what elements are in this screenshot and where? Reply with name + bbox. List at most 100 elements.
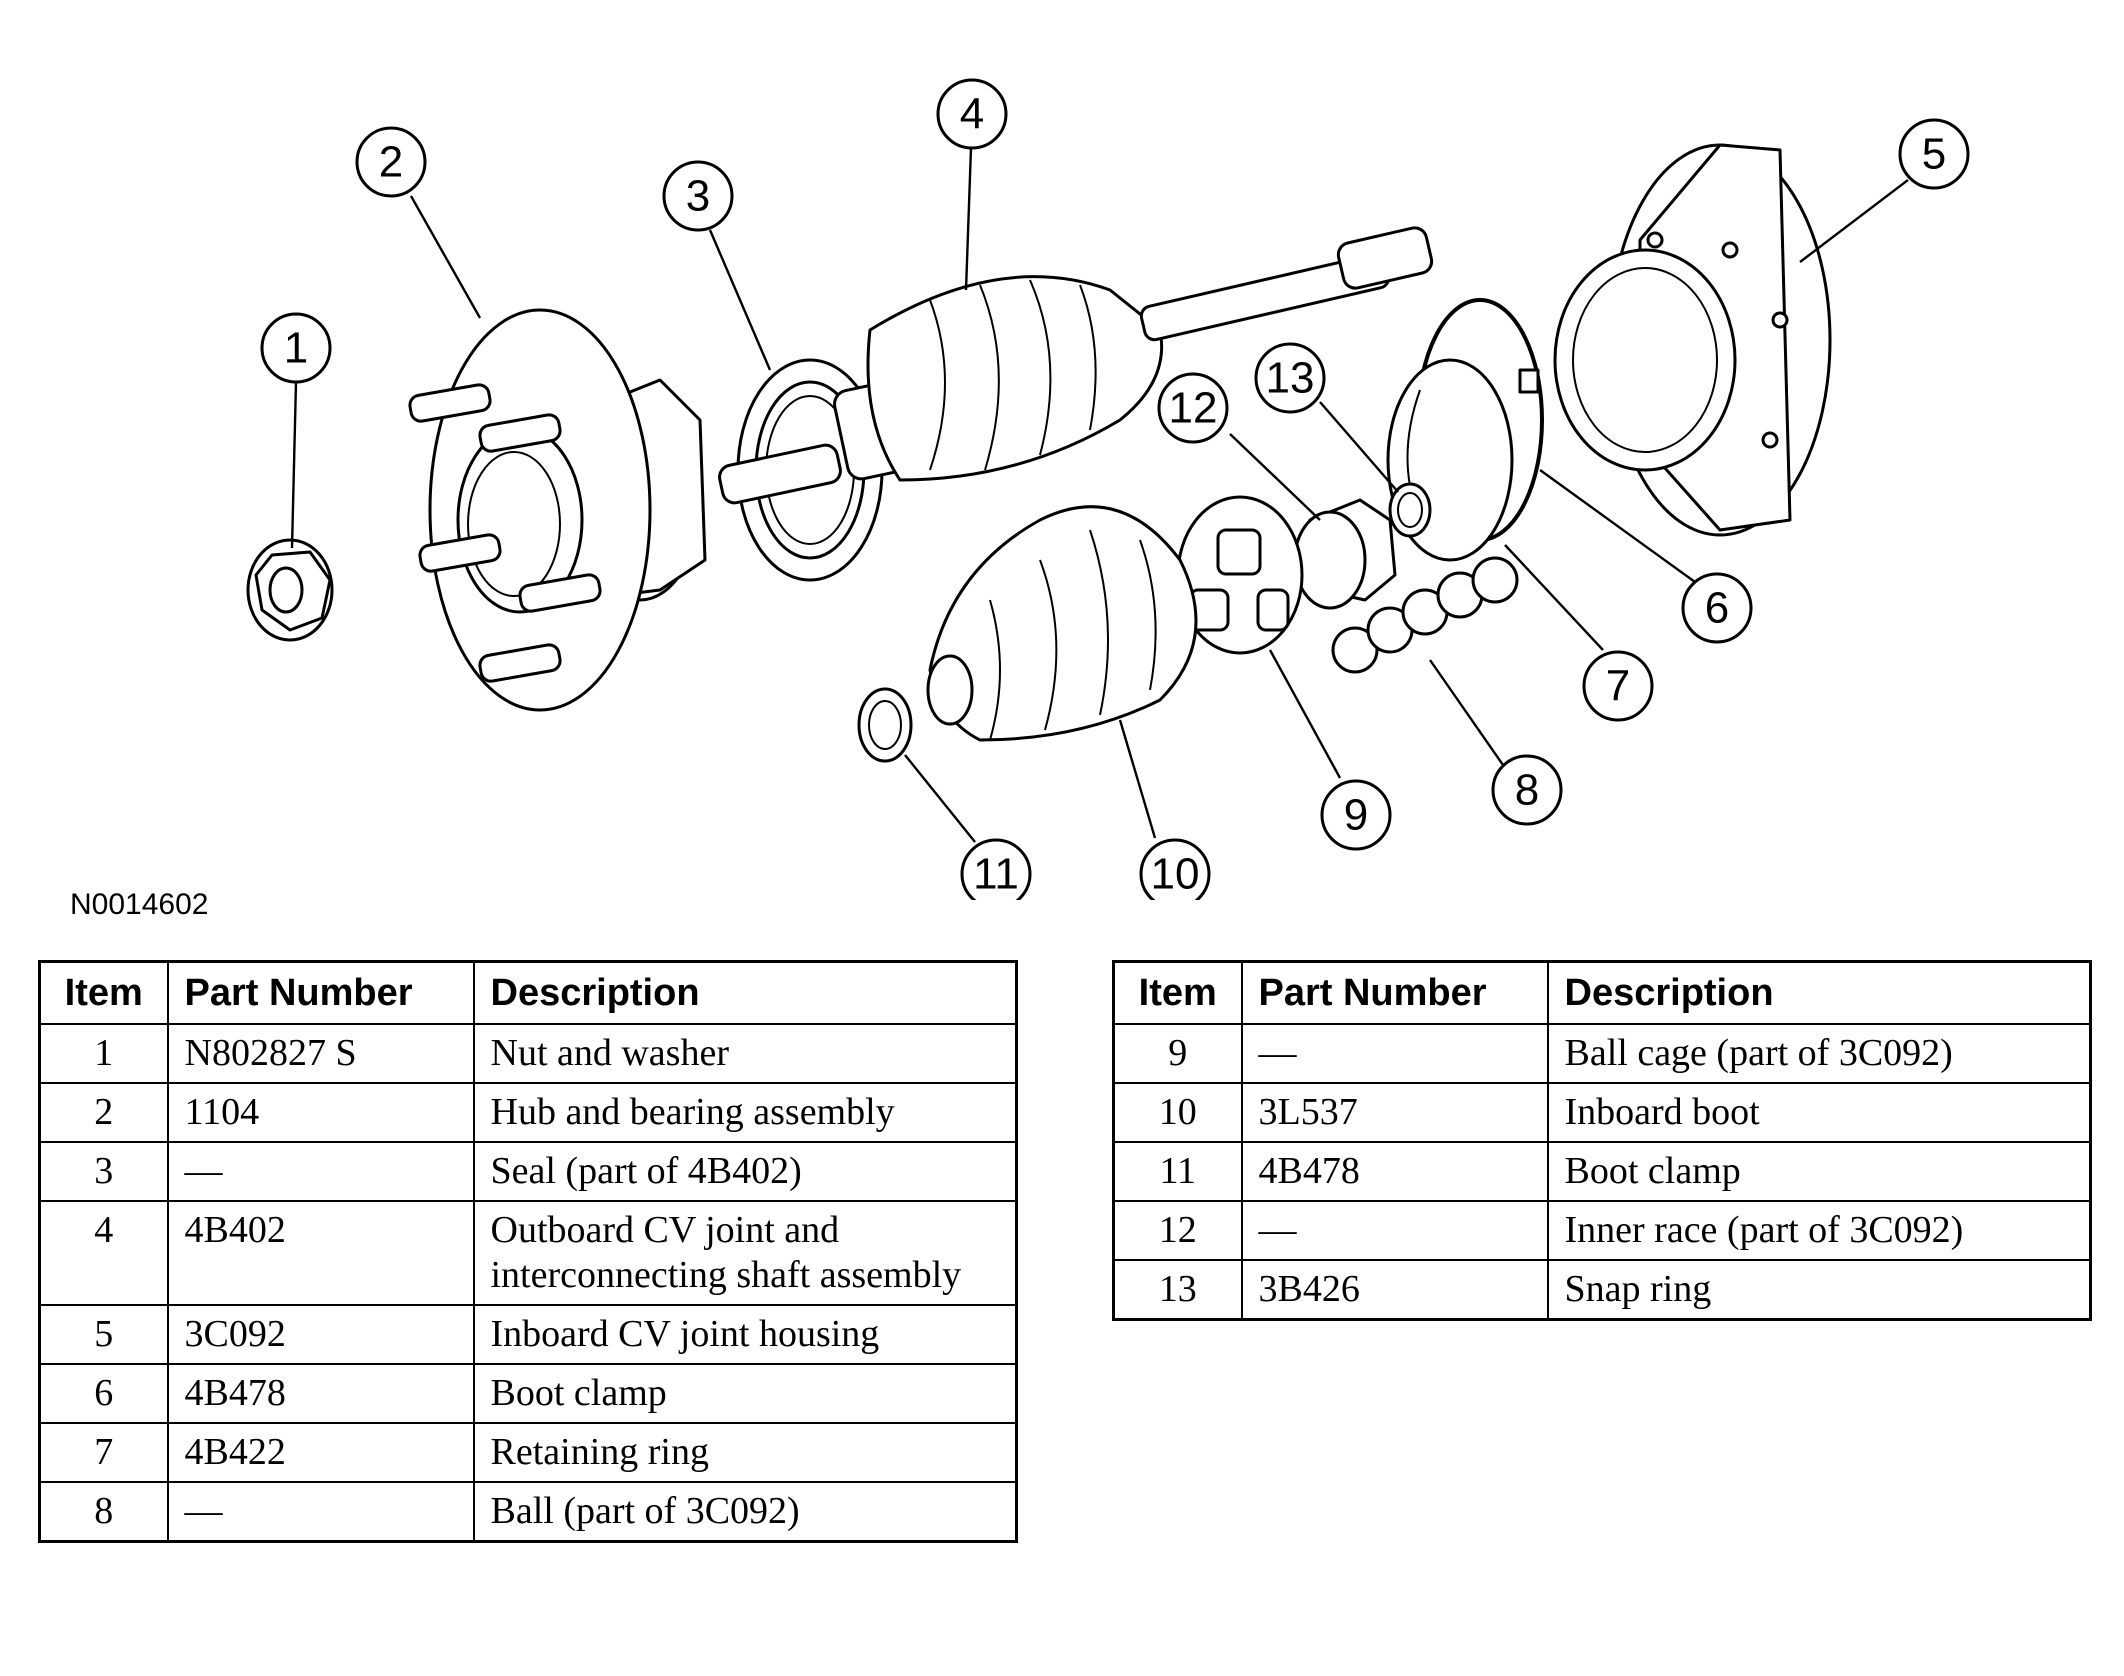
cell-part-number: 4B402 <box>166 1200 475 1306</box>
cell-description: Inner race (part of 3C092) <box>1546 1200 2092 1261</box>
cell-item: 4 <box>38 1200 169 1306</box>
header-item: Item <box>1112 960 1243 1025</box>
cell-part-number: 4B478 <box>166 1363 475 1424</box>
callout-3: 3 <box>662 160 734 232</box>
part-inboard-cv-joint-housing <box>1553 143 1832 537</box>
leader-lines <box>290 147 1909 843</box>
cell-item: 12 <box>1112 1200 1243 1261</box>
callout-6: 6 <box>1681 572 1753 644</box>
parts-table-left: Item Part Number Description 1 N802827 S… <box>38 960 1018 1543</box>
table-row: 13 3B426 Snap ring <box>1112 1259 2092 1321</box>
callout-9: 9 <box>1320 779 1392 851</box>
callout-5: 5 <box>1898 118 1970 190</box>
table-row: 9 — Ball cage (part of 3C092) <box>1112 1023 2092 1084</box>
svg-text:5: 5 <box>1922 130 1946 179</box>
table-header-row: Item Part Number Description <box>1112 960 2092 1025</box>
figure-code: N0014602 <box>70 888 209 921</box>
part-boot-clamp-small <box>857 687 913 763</box>
table-row: 8 — Ball (part of 3C092) <box>38 1481 1018 1543</box>
svg-text:11: 11 <box>973 850 1019 899</box>
cell-item: 13 <box>1112 1259 1243 1321</box>
svg-text:8: 8 <box>1515 766 1539 815</box>
svg-text:2: 2 <box>379 138 403 187</box>
part-outboard-cv-joint-and-shaft <box>718 226 1434 505</box>
cell-part-number: — <box>1240 1023 1549 1084</box>
callout-7: 7 <box>1582 650 1654 722</box>
table-row: 2 1104 Hub and bearing assembly <box>38 1082 1018 1143</box>
cell-part-number: 1104 <box>166 1082 475 1143</box>
part-snap-ring <box>1388 482 1432 538</box>
cell-item: 8 <box>38 1481 169 1543</box>
cell-item: 2 <box>38 1082 169 1143</box>
callout-1: 1 <box>260 312 332 384</box>
callout-2: 2 <box>355 126 427 198</box>
part-nut-and-washer <box>246 538 334 642</box>
table-row: 4 4B402 Outboard CV joint and interconne… <box>38 1200 1018 1306</box>
cell-part-number: — <box>166 1481 475 1543</box>
cell-item: 9 <box>1112 1023 1243 1084</box>
svg-text:12: 12 <box>1169 384 1218 433</box>
table-header-row: Item Part Number Description <box>38 960 1018 1025</box>
table-row: 12 — Inner race (part of 3C092) <box>1112 1200 2092 1261</box>
cell-description: Inboard boot <box>1546 1082 2092 1143</box>
cell-item: 1 <box>38 1023 169 1084</box>
table-row: 7 4B422 Retaining ring <box>38 1422 1018 1483</box>
part-inner-race <box>1293 498 1397 610</box>
cell-description: Ball (part of 3C092) <box>472 1481 1018 1543</box>
table-row: 1 N802827 S Nut and washer <box>38 1023 1018 1084</box>
svg-text:4: 4 <box>960 90 984 139</box>
exploded-view-diagram: 1 2 3 4 5 6 7 8 <box>246 78 1970 900</box>
table-row: 11 4B478 Boot clamp <box>1112 1141 2092 1202</box>
callout-12: 12 <box>1157 372 1229 444</box>
header-description: Description <box>1546 960 2092 1025</box>
cell-item: 10 <box>1112 1082 1243 1143</box>
cell-description: Ball cage (part of 3C092) <box>1546 1023 2092 1084</box>
cell-item: 5 <box>38 1304 169 1365</box>
cell-description: Outboard CV joint and interconnecting sh… <box>472 1200 1018 1306</box>
callout-8: 8 <box>1491 754 1563 826</box>
table-row: 3 — Seal (part of 4B402) <box>38 1141 1018 1202</box>
svg-text:3: 3 <box>686 172 710 221</box>
svg-text:13: 13 <box>1266 354 1315 403</box>
svg-text:9: 9 <box>1344 791 1368 840</box>
cell-item: 7 <box>38 1422 169 1483</box>
table-row: 6 4B478 Boot clamp <box>38 1363 1018 1424</box>
svg-text:10: 10 <box>1151 850 1200 899</box>
table-row: 5 3C092 Inboard CV joint housing <box>38 1304 1018 1365</box>
cell-part-number: N802827 S <box>166 1023 475 1084</box>
cell-description: Boot clamp <box>472 1363 1018 1424</box>
cell-item: 3 <box>38 1141 169 1202</box>
cell-item: 6 <box>38 1363 169 1424</box>
callout-13: 13 <box>1254 342 1326 414</box>
svg-text:7: 7 <box>1606 662 1630 711</box>
cell-part-number: 3L537 <box>1240 1082 1549 1143</box>
cell-description: Inboard CV joint housing <box>472 1304 1018 1365</box>
callout-11: 11 <box>960 838 1032 900</box>
parts-table-right: Item Part Number Description 9 — Ball ca… <box>1112 960 2092 1321</box>
cell-part-number: 4B422 <box>166 1422 475 1483</box>
cell-description: Snap ring <box>1546 1259 2092 1321</box>
cell-description: Boot clamp <box>1546 1141 2092 1202</box>
cell-part-number: 3C092 <box>166 1304 475 1365</box>
cell-description: Nut and washer <box>472 1023 1018 1084</box>
cell-description: Hub and bearing assembly <box>472 1082 1018 1143</box>
cell-description: Retaining ring <box>472 1422 1018 1483</box>
svg-text:6: 6 <box>1705 584 1729 633</box>
table-row: 10 3L537 Inboard boot <box>1112 1082 2092 1143</box>
part-ball-cage <box>1176 495 1304 655</box>
cell-description: Seal (part of 4B402) <box>472 1141 1018 1202</box>
cell-part-number: 3B426 <box>1240 1259 1549 1321</box>
header-part-number: Part Number <box>1240 960 1549 1025</box>
header-item: Item <box>38 960 169 1025</box>
cell-part-number: — <box>166 1141 475 1202</box>
cell-part-number: 4B478 <box>1240 1141 1549 1202</box>
part-inboard-boot <box>926 505 1198 742</box>
callout-10: 10 <box>1139 838 1211 900</box>
callout-4: 4 <box>936 78 1008 150</box>
cell-part-number: — <box>1240 1200 1549 1261</box>
part-hub-and-bearing <box>408 308 707 712</box>
header-part-number: Part Number <box>166 960 475 1025</box>
header-description: Description <box>472 960 1018 1025</box>
part-balls <box>1331 556 1519 674</box>
